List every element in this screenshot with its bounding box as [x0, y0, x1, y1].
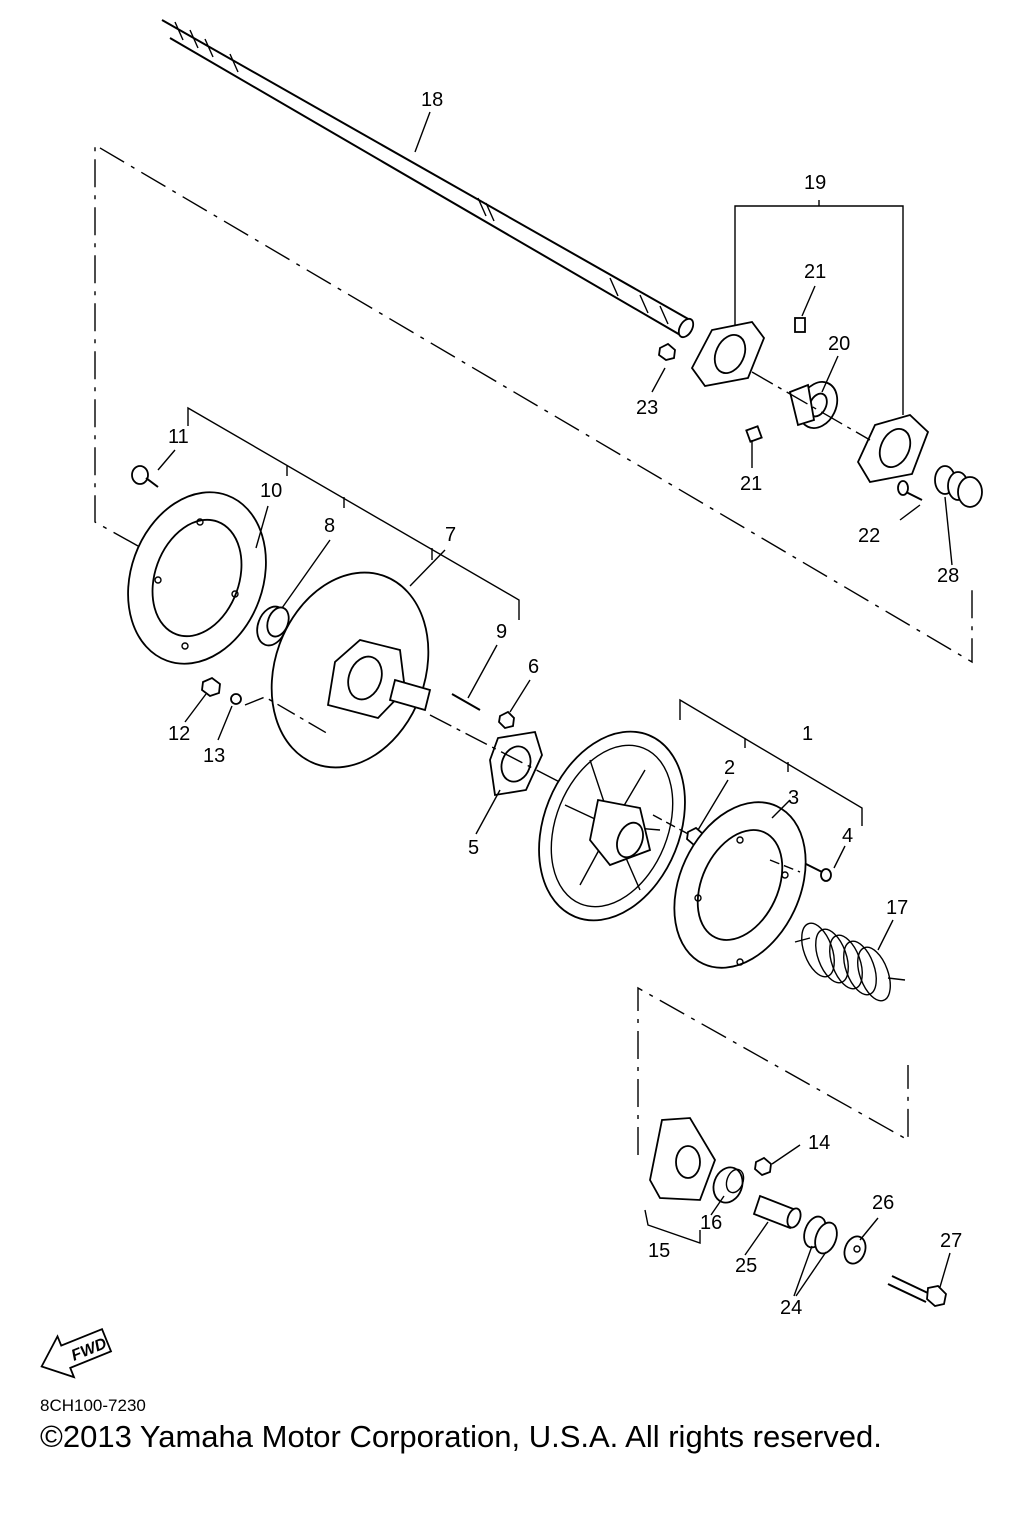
set-screw-lower [745, 425, 763, 443]
label-21-upper: 21 [804, 261, 826, 283]
bearing-housing-front [690, 321, 766, 387]
label-12: 12 [168, 723, 190, 745]
label-19: 19 [804, 172, 826, 194]
drive-shaft [161, 19, 695, 339]
bearing-housing-rear [856, 413, 930, 484]
label-10: 10 [260, 480, 282, 502]
bushing-16 [712, 1166, 745, 1204]
fixed-sheave [270, 571, 432, 769]
copyright-notice: ©2013 Yamaha Motor Corporation, U.S.A. A… [40, 1419, 882, 1454]
spacer-8 [256, 605, 290, 647]
bolt-22 [897, 480, 923, 501]
label-17: 17 [886, 897, 908, 919]
set-screw-upper [794, 317, 806, 333]
label-6: 6 [528, 656, 539, 678]
bracket-1-2-3-4 [679, 698, 863, 826]
label-11: 11 [168, 426, 189, 448]
label-13: 13 [203, 745, 225, 767]
label-9: 9 [496, 621, 507, 643]
label-24: 24 [780, 1297, 802, 1319]
cam-plate [673, 801, 807, 969]
leader-lines [157, 111, 953, 1297]
bolt-11 [131, 465, 159, 488]
bolt-27 [887, 1275, 947, 1307]
spring [794, 922, 906, 1002]
sleeve-25 [752, 1194, 802, 1230]
part-labels: 18 19 21 20 23 21 11 10 8 7 22 28 9 6 12… [168, 89, 962, 1319]
label-25: 25 [735, 1255, 757, 1277]
label-7: 7 [445, 524, 456, 546]
label-14: 14 [808, 1132, 830, 1154]
bracket-11-10-8-7 [187, 406, 520, 620]
cover-plate [127, 491, 267, 665]
stud-9 [451, 693, 481, 711]
spider-housing [649, 1117, 716, 1201]
diagram-code: 8CH100-7230 [40, 1396, 146, 1415]
nut-14 [754, 1156, 772, 1177]
bearing [788, 381, 839, 429]
label-27: 27 [940, 1230, 962, 1252]
bracket-19 [734, 200, 904, 415]
bolt-6 [498, 710, 515, 729]
nut [658, 342, 676, 361]
label-21-lower: 21 [740, 473, 762, 495]
label-1: 1 [802, 723, 813, 745]
label-18: 18 [421, 89, 443, 111]
label-23: 23 [636, 397, 658, 419]
forward-arrow-icon: FWD [40, 1327, 113, 1379]
label-16: 16 [700, 1212, 722, 1234]
label-5: 5 [468, 837, 479, 859]
label-22: 22 [858, 525, 880, 547]
washer-26 [843, 1235, 867, 1265]
washer-13 [230, 693, 242, 705]
label-28: 28 [937, 565, 959, 587]
seal-28 [934, 465, 983, 508]
label-8: 8 [324, 515, 335, 537]
movable-sheave [538, 730, 686, 922]
label-4: 4 [842, 825, 853, 847]
bolt-12 [201, 676, 221, 698]
label-3: 3 [788, 787, 799, 809]
bolt-4 [805, 863, 832, 882]
label-26: 26 [872, 1192, 894, 1214]
label-20: 20 [828, 333, 850, 355]
label-15: 15 [648, 1240, 670, 1262]
label-2: 2 [724, 757, 735, 779]
gasket-5 [489, 730, 543, 797]
washer-24 [803, 1215, 838, 1255]
